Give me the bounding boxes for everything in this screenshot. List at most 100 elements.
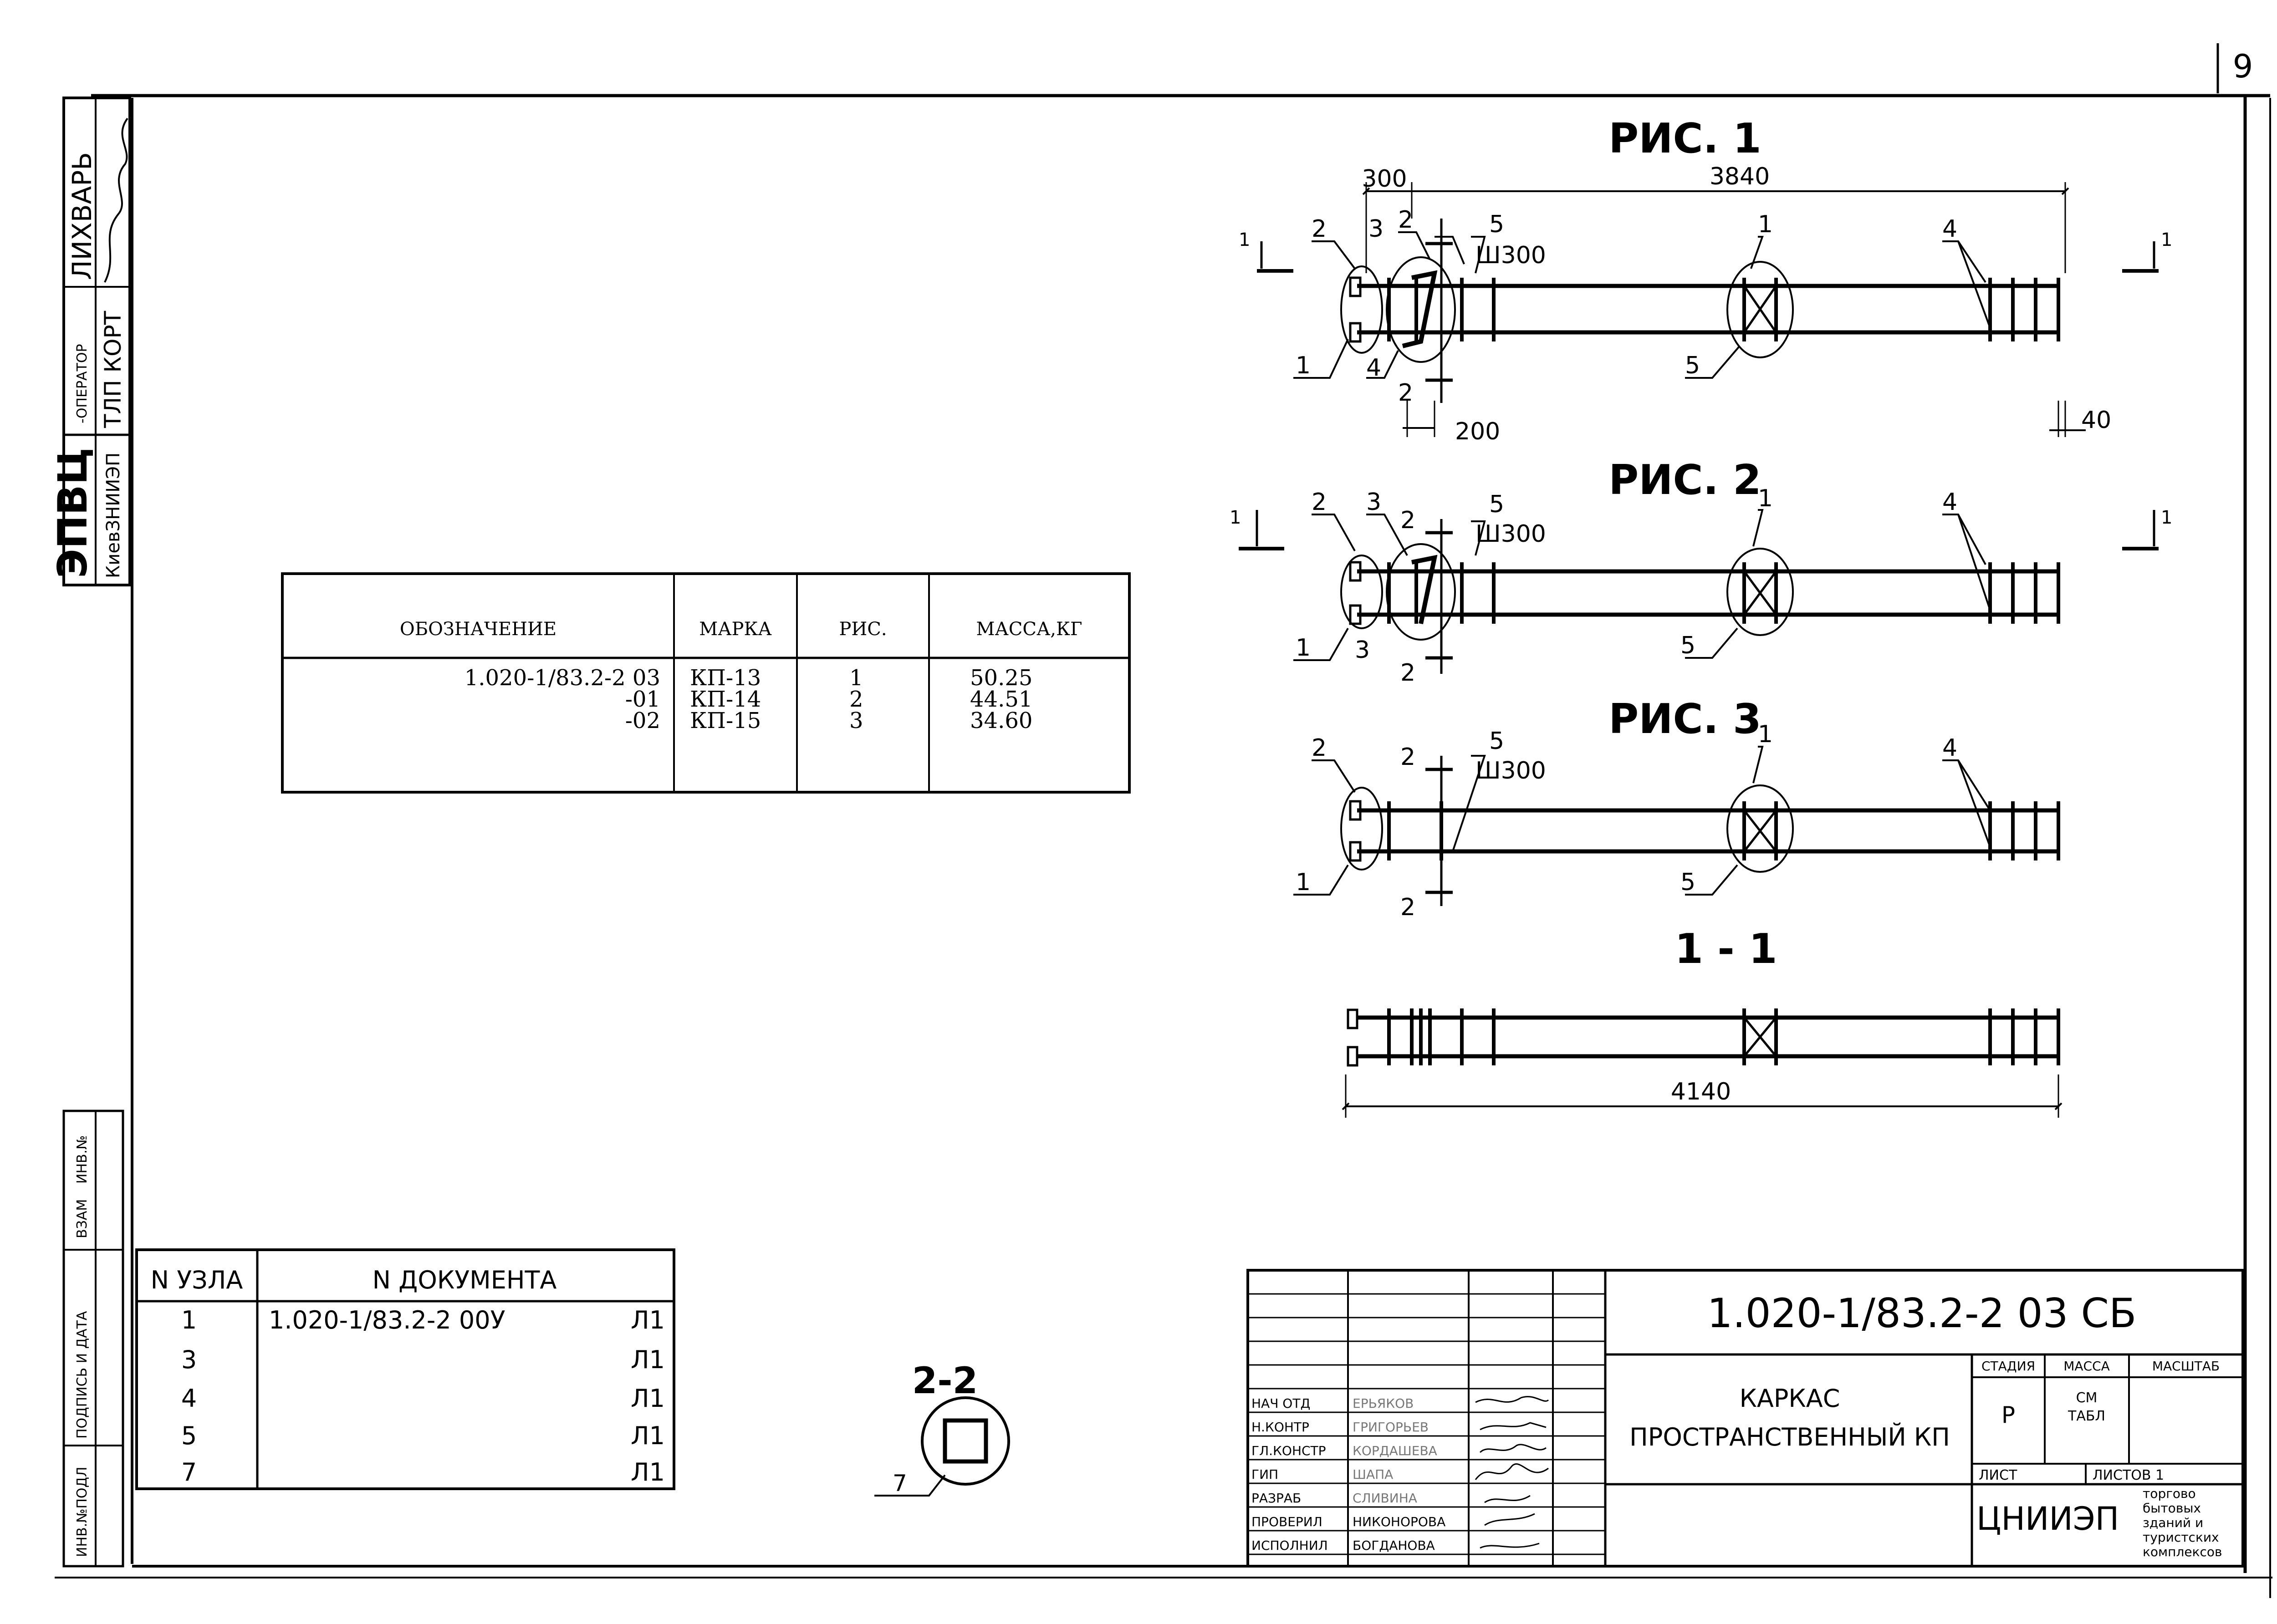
spec-cell: 44.51 bbox=[970, 687, 1032, 712]
fig1-dim-200: 200 bbox=[1455, 418, 1500, 445]
role-label: Н.КОНТР bbox=[1251, 1420, 1309, 1435]
fig3-leader: 2 bbox=[1400, 894, 1415, 921]
stamp-name: ЛИХВАРЬ bbox=[66, 152, 97, 280]
section-22-title: 2-2 bbox=[912, 1359, 978, 1402]
fig1-leader: 1 bbox=[1758, 211, 1773, 238]
spec-header-fig: РИС. bbox=[839, 619, 887, 640]
fig3-spacing: Ш300 bbox=[1475, 757, 1546, 784]
fig3-leader: 1 bbox=[1296, 869, 1311, 896]
spec-cell: 50.25 bbox=[970, 665, 1032, 691]
fig3-leader: 5 bbox=[1680, 869, 1695, 896]
sheet-number: 9 bbox=[2233, 48, 2253, 85]
fig2-leader: 2 bbox=[1400, 507, 1415, 534]
fig2-title: РИС. 2 bbox=[1608, 456, 1761, 504]
spec-cell: КП-14 bbox=[690, 687, 761, 712]
fig2-cut-mark: 1 bbox=[1230, 507, 1241, 528]
role-label: РАЗРАБ bbox=[1251, 1491, 1301, 1506]
spec-table bbox=[281, 572, 1131, 794]
role-name: ЕРЬЯКОВ bbox=[1353, 1396, 1414, 1411]
node-cell: Л1 bbox=[631, 1306, 665, 1334]
title-line2: ПРОСТРАНСТВЕННЫЙ КП bbox=[1629, 1423, 1950, 1451]
fig3-leader: 2 bbox=[1312, 734, 1327, 762]
fig1-leader: 4 bbox=[1366, 354, 1381, 382]
spec-cell: -02 bbox=[625, 708, 660, 733]
fig1-leader: 2 bbox=[1398, 379, 1413, 407]
org-desc: бытовых bbox=[2143, 1501, 2201, 1516]
section-11-dim: 4140 bbox=[1671, 1078, 1731, 1105]
stage-value: Р bbox=[2001, 1402, 2015, 1428]
fig2-leader: 3 bbox=[1355, 636, 1370, 664]
fig1-spacing: Ш300 bbox=[1475, 242, 1546, 269]
node-cell: 1 bbox=[181, 1306, 197, 1334]
side-stamp bbox=[62, 97, 131, 1568]
fig1-leader: 1 bbox=[1296, 352, 1311, 379]
title-line1: КАРКАС bbox=[1740, 1384, 1840, 1413]
node-table bbox=[135, 1248, 675, 1490]
title-code: 1.020-1/83.2-2 03 СБ bbox=[1707, 1290, 2137, 1337]
fig2-cut-mark: 1 bbox=[2161, 507, 2172, 528]
node-cell: Л1 bbox=[631, 1345, 665, 1374]
spec-header-mark: МАРКА bbox=[699, 619, 771, 640]
fig1-cut-mark: 1 bbox=[1239, 229, 1250, 250]
stamp-vzam-label: ВЗАМ bbox=[74, 1199, 90, 1238]
mass-value-1: СМ bbox=[2076, 1390, 2098, 1406]
stamp-operator-label: -ОПЕРАТОР bbox=[74, 344, 90, 423]
spec-cell: -01 bbox=[625, 687, 660, 712]
node-cell: Л1 bbox=[631, 1458, 665, 1487]
spec-cell: 1 bbox=[849, 665, 863, 691]
fig3-leader: 2 bbox=[1400, 743, 1415, 771]
role-name: НИКОНОРОВА bbox=[1353, 1514, 1445, 1529]
node-cell: Л1 bbox=[631, 1421, 665, 1450]
fig1-cut-mark: 1 bbox=[2161, 229, 2172, 250]
signatures bbox=[1475, 1396, 1549, 1549]
role-name: ГРИГОРЬЕВ bbox=[1353, 1420, 1429, 1435]
spec-cell: КП-15 bbox=[690, 708, 761, 733]
fig3-leader: 4 bbox=[1942, 734, 1957, 762]
node-cell: Л1 bbox=[631, 1384, 665, 1413]
fig1-leader: 5 bbox=[1685, 352, 1700, 379]
mass-value-2: ТАБЛ bbox=[2068, 1408, 2105, 1424]
node-cell: 3 bbox=[181, 1345, 197, 1374]
role-name: КОРДАШЕВА bbox=[1353, 1443, 1437, 1458]
fig1-leader: 3 bbox=[1368, 215, 1384, 243]
sheets-label: ЛИСТОВ 1 bbox=[2093, 1467, 2164, 1483]
section-22-drawing bbox=[874, 1396, 1010, 1497]
node-cell: 1.020-1/83.2-2 00У bbox=[269, 1306, 505, 1334]
org-desc: торгово bbox=[2143, 1486, 2196, 1501]
fig2-leader: 2 bbox=[1312, 489, 1327, 516]
stamp-org-sub: КиевЗНИИЭП bbox=[103, 453, 124, 578]
stamp-inv-podl-label: ИНВ.№ПОДЛ bbox=[74, 1467, 90, 1558]
node-cell: 5 bbox=[181, 1421, 197, 1450]
fig2-leader: 1 bbox=[1296, 634, 1311, 662]
stamp-podpis-label: ПОДПИСЬ И ДАТА bbox=[74, 1311, 90, 1439]
fig1-drawing bbox=[1257, 182, 2159, 437]
node-cell: 7 bbox=[181, 1458, 197, 1487]
role-name: ШАПА bbox=[1353, 1467, 1393, 1482]
fig1-leader: 2 bbox=[1398, 206, 1413, 234]
role-label: ИСПОЛНИЛ bbox=[1251, 1538, 1328, 1553]
fig3-title: РИС. 3 bbox=[1608, 695, 1761, 743]
role-name: БОГДАНОВА bbox=[1353, 1538, 1435, 1553]
fig2-leader: 5 bbox=[1489, 491, 1504, 518]
fig3-leader: 1 bbox=[1758, 721, 1773, 748]
spec-cell: 1.020-1/83.2-2 03 bbox=[465, 665, 660, 691]
org-desc: туристских bbox=[2143, 1530, 2219, 1545]
role-label: ГИП bbox=[1251, 1467, 1278, 1482]
role-name: СЛИВИНА bbox=[1353, 1491, 1417, 1506]
fig1-leader: 2 bbox=[1312, 215, 1327, 243]
fig2-drawing bbox=[1239, 509, 2159, 674]
stamp-signature bbox=[104, 117, 128, 283]
fig1-dim-300: 300 bbox=[1362, 165, 1407, 193]
fig2-leader: 3 bbox=[1366, 489, 1381, 516]
spec-cell: 3 bbox=[849, 708, 863, 733]
spec-header-mass: МАССА,КГ bbox=[976, 619, 1082, 640]
sheet-frame bbox=[55, 43, 2272, 1598]
role-label: НАЧ ОТД bbox=[1251, 1396, 1310, 1411]
fig1-dim-3840: 3840 bbox=[1710, 163, 1770, 190]
fig1-leader: 5 bbox=[1489, 211, 1504, 238]
stamp-operator-value: ТЛП КОРТ bbox=[100, 311, 126, 428]
spec-cell: 34.60 bbox=[970, 708, 1032, 733]
mass-header: МАССА bbox=[2063, 1359, 2110, 1374]
fig2-leader: 2 bbox=[1400, 659, 1415, 687]
